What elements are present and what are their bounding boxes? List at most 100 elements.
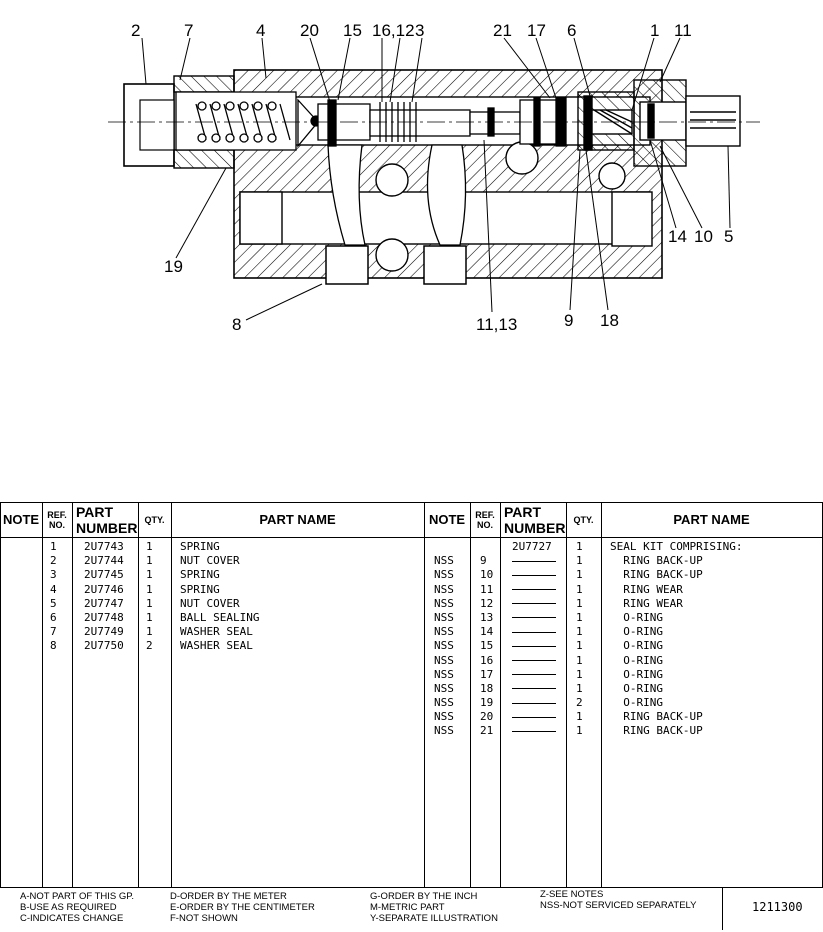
right-note-cell: NSS <box>434 554 454 568</box>
valve-cross-section-diagram: 2 7 4 20 15 16,12 3 21 17 6 1 11 19 14 1… <box>108 21 760 334</box>
right-qty-cell: 1 <box>576 596 583 610</box>
right-nut-cover <box>577 79 741 167</box>
right-name-cell: O-RING <box>610 639 663 653</box>
header-note-right: NOTE <box>428 512 466 527</box>
left-part-cell: 2U7749 <box>84 625 124 639</box>
right-qty-cell: 1 <box>576 610 583 624</box>
right-note-cell: NSS <box>434 681 454 695</box>
right-qty-cell: 2 <box>576 696 583 710</box>
left-ref-cell: 5 <box>50 596 57 610</box>
blank-part-number-dash <box>512 645 556 647</box>
right-part-cell <box>512 597 556 611</box>
right-ref-cell: 17 <box>480 667 494 681</box>
left-name-cell: NUT COVER <box>180 596 240 610</box>
right-part-cell <box>512 625 556 639</box>
callout-1: 1 <box>650 21 659 40</box>
left-name-cell: SPRING <box>180 582 220 596</box>
right-qty-cell: 1 <box>576 653 583 667</box>
right-ref-cell: 21 <box>480 724 494 738</box>
illustration-number: 1211300 <box>752 900 803 914</box>
right-qty-cell: 1 <box>576 625 583 639</box>
callout-17: 17 <box>527 21 546 40</box>
right-part-cell <box>512 710 556 724</box>
right-qty-cell: 1 <box>576 554 583 568</box>
right-part-cell <box>512 639 556 653</box>
left-name-cell: BALL SEALING <box>180 610 260 624</box>
right-note-cell <box>434 540 454 554</box>
left-part-cell: 2U7750 <box>84 639 124 653</box>
left-name-cell: WASHER SEAL <box>180 625 253 639</box>
left-qty-cell: 2 <box>146 639 153 653</box>
left-ref-cell: 7 <box>50 625 57 639</box>
left-ref-cell: 6 <box>50 610 57 624</box>
blank-part-number-dash <box>512 589 556 591</box>
header-part-name-left: PART NAME <box>259 512 336 527</box>
callout-9: 9 <box>564 311 573 330</box>
header-qty-right: QTY. <box>573 514 594 525</box>
right-part-cell <box>512 583 556 597</box>
leader-lines <box>141 37 731 321</box>
left-part-cell: 2U7743 <box>84 540 124 553</box>
right-part-cell <box>512 654 556 668</box>
right-note-cell: NSS <box>434 639 454 653</box>
callout-labels: 2 7 4 20 15 16,12 3 21 17 6 1 11 19 14 1… <box>131 21 733 334</box>
right-name-cell: RING BACK-UP <box>610 724 703 738</box>
left-part-cell: 2U7745 <box>84 568 124 582</box>
callout-14: 14 <box>668 227 687 246</box>
right-qty-cell: 1 <box>576 710 583 724</box>
blank-part-number-dash <box>512 574 556 576</box>
callout-11: 11 <box>674 21 692 40</box>
right-ref-cell: 9 <box>480 554 487 568</box>
callout-21: 21 <box>493 21 512 40</box>
right-note-cell: NSS <box>434 582 454 596</box>
right-qty-cell: 1 <box>576 681 583 695</box>
right-note-cell: NSS <box>434 610 454 624</box>
blank-part-number-dash <box>512 730 556 732</box>
left-ref-cell: 1 <box>50 540 57 553</box>
left-qty-cell: 1 <box>146 568 153 582</box>
left-part-cell: 2U7747 <box>84 596 124 610</box>
right-part-number-column: 2U7727 <box>512 540 556 739</box>
right-qty-cell: 1 <box>576 639 583 653</box>
left-ref-cell: 3 <box>50 568 57 582</box>
blank-part-number-dash <box>512 702 556 704</box>
blank-part-number-dash <box>512 603 556 605</box>
right-note-cell: NSS <box>434 568 454 582</box>
header-ref-right: REF.NO. <box>475 509 495 530</box>
right-name-cell: O-RING <box>610 681 663 695</box>
right-qty-cell: 1 <box>576 582 583 596</box>
right-part-cell <box>512 724 556 738</box>
right-part-cell: 2U7727 <box>512 540 552 553</box>
callout-8: 8 <box>232 315 241 334</box>
right-name-cell: O-RING <box>610 667 663 681</box>
right-name-cell: O-RING <box>610 610 663 624</box>
right-part-name-column: SEAL KIT COMPRISING: RING BACK-UP RING B… <box>610 540 742 739</box>
right-ref-cell: 11 <box>480 582 494 596</box>
header-qty-left: QTY. <box>144 514 165 525</box>
blank-part-number-dash <box>512 674 556 676</box>
callout-6: 6 <box>567 21 576 40</box>
left-qty-cell: 1 <box>146 610 153 624</box>
right-note-cell: NSS <box>434 710 454 724</box>
right-qty-cell: 1 <box>576 667 583 681</box>
right-ref-cell: 16 <box>480 653 494 667</box>
left-qty-cell: 1 <box>146 625 153 639</box>
right-note-cell: NSS <box>434 696 454 710</box>
header-ref-left: REF.NO. <box>47 509 67 530</box>
callout-18: 18 <box>600 311 619 330</box>
right-ref-cell: 14 <box>480 625 494 639</box>
right-ref-cell: 20 <box>480 710 494 724</box>
right-name-cell: RING BACK-UP <box>610 554 703 568</box>
right-name-cell: RING WEAR <box>610 596 683 610</box>
right-ref-cell: 13 <box>480 610 494 624</box>
